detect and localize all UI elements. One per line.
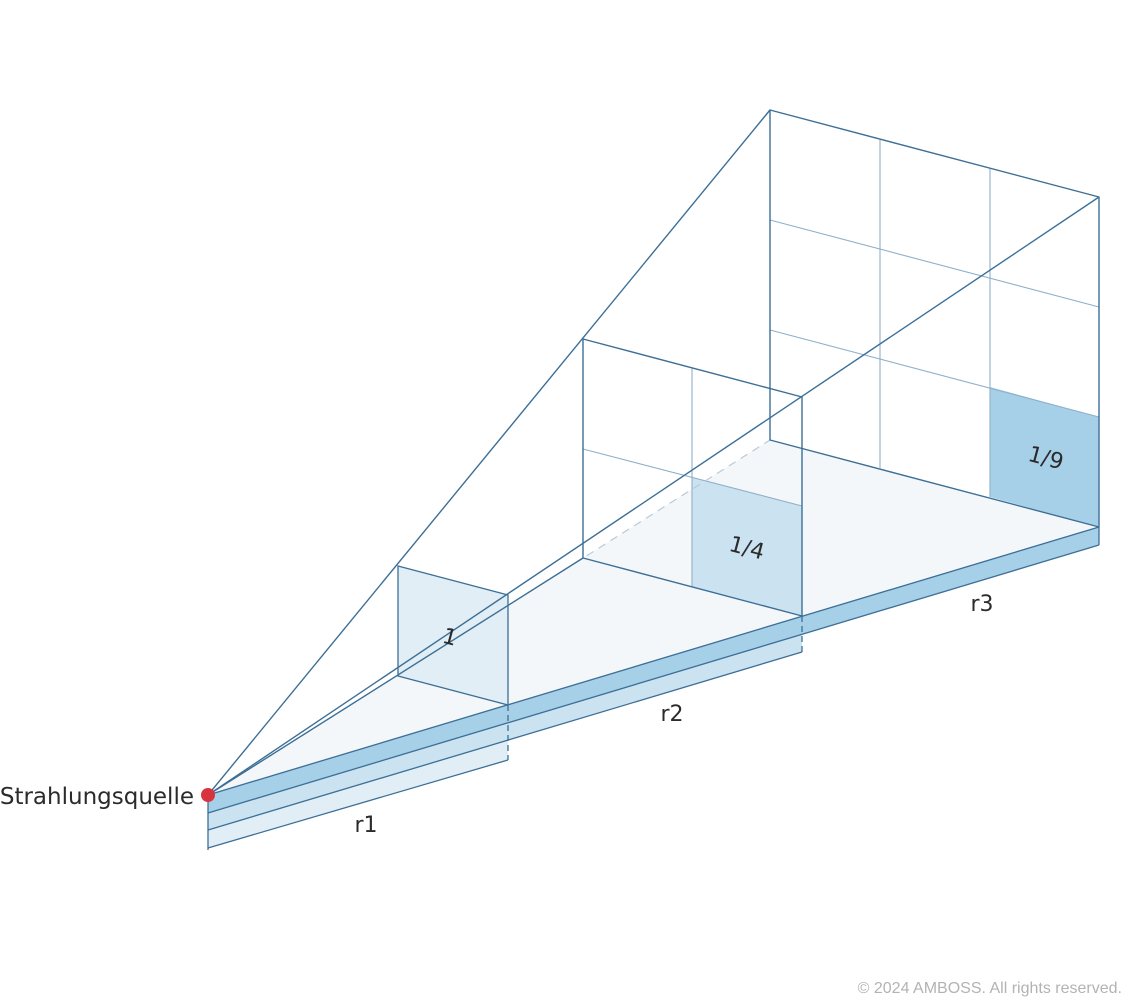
middle-square-1-4 — [692, 477, 802, 616]
far-square-1-9 — [990, 387, 1099, 527]
middle-plane-frame — [582, 338, 803, 617]
pyramid-floor — [208, 440, 1099, 795]
distance-label-r1: r1 — [354, 813, 377, 838]
near-square-1 — [397, 565, 509, 706]
distance-band-r3 — [208, 527, 1099, 813]
distance-band-r2 — [208, 634, 802, 830]
hidden-edges — [207, 439, 771, 796]
radiation-source-dot — [201, 788, 215, 802]
far-plane-frame — [769, 109, 1100, 528]
pyramid-edges — [207, 109, 1100, 796]
distance-label-r2: r2 — [660, 702, 683, 727]
far-plane-grid — [769, 140, 1100, 497]
source-label: Strahlungsquelle — [0, 784, 194, 810]
distance-label-r3: r3 — [970, 592, 993, 617]
distance-band-lines — [207, 526, 1100, 850]
copyright-notice: © 2024 AMBOSS. All rights reserved. — [857, 980, 1122, 997]
middle-plane-grid — [582, 368, 803, 587]
fraction-label-near: 1 — [440, 624, 460, 652]
distance-band-r1 — [208, 740, 508, 848]
